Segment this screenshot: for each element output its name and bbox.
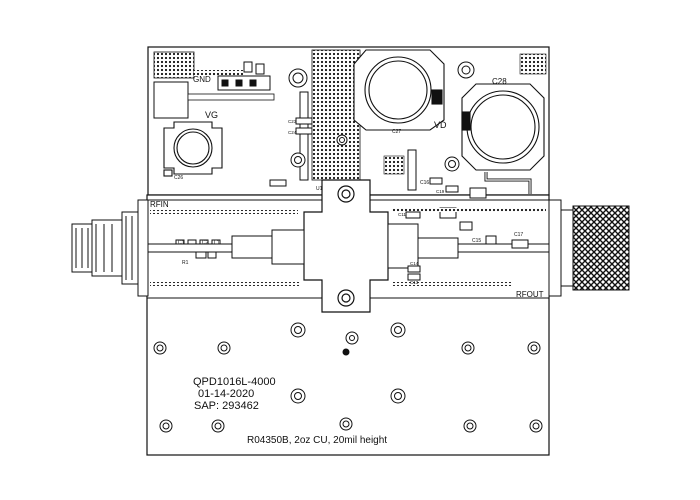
c14-capacitor	[407, 265, 421, 273]
board-sap: SAP: 293462	[194, 400, 259, 412]
c28-capacitor	[461, 83, 545, 171]
label-c27: C27	[392, 129, 401, 135]
label-gnd: GND	[193, 75, 211, 84]
u1-flange	[303, 179, 389, 313]
rfin-connector	[71, 199, 149, 297]
ground-via-field-center	[311, 49, 361, 181]
c19-capacitor	[445, 185, 459, 193]
gnd-header	[217, 61, 271, 91]
label-c26: C26	[174, 175, 183, 181]
label-c14: C14	[410, 261, 419, 266]
label-r1: R1	[182, 260, 189, 266]
c13-capacitor	[407, 273, 421, 281]
label-c17: C17	[514, 232, 523, 238]
rfout-connector	[548, 199, 630, 297]
label-c16: C16	[420, 180, 429, 186]
c16-capacitor	[429, 177, 443, 185]
via-row-top-right	[392, 208, 546, 212]
label-c15: C15	[472, 238, 481, 244]
mounting-hole-top-middle	[288, 68, 308, 88]
label-vd: VD	[434, 120, 447, 130]
via-row-bottom-left	[150, 282, 300, 286]
drain-bias-trace	[407, 149, 417, 191]
c11-capacitor	[405, 211, 421, 219]
small-pad-left	[269, 179, 287, 187]
label-vg: VG	[205, 110, 218, 120]
label-c19: C19	[436, 189, 445, 194]
board-material: R04350B, 2oz CU, 20mil height	[247, 435, 387, 446]
board-part-number: QPD1016L-4000	[193, 376, 276, 388]
c26-capacitor	[163, 121, 223, 177]
label-rfin: RFIN	[150, 200, 169, 209]
via-row-bottom-right	[392, 282, 512, 286]
label-c23: C23	[288, 119, 297, 124]
via-row-top-left	[150, 210, 298, 214]
vg-pad	[153, 81, 189, 119]
label-c13: C13	[410, 280, 419, 285]
mounting-hole-mid-right	[336, 134, 460, 172]
ground-via-field-top-left	[153, 51, 195, 79]
vg-trace	[187, 93, 275, 101]
label-c11: C11	[398, 212, 406, 217]
ground-via-pad	[383, 155, 405, 175]
c27-capacitor	[353, 49, 445, 131]
board-date: 01-14-2020	[198, 388, 254, 400]
rf-input-line	[147, 229, 305, 265]
label-c2: C2	[202, 240, 209, 246]
mounting-hole-upper-left	[290, 152, 306, 168]
label-c1: C1	[178, 240, 185, 246]
mounting-holes-bottom	[153, 322, 543, 433]
label-c28: C28	[492, 77, 507, 86]
gate-bias-trace	[299, 91, 309, 181]
drain-cap-block	[469, 187, 487, 199]
label-c24: C24	[288, 130, 297, 135]
label-l1: L1	[214, 240, 220, 246]
ground-via-field-top-right	[519, 53, 547, 75]
mounting-hole-top-right	[457, 61, 475, 79]
rf-output-line	[387, 207, 550, 269]
ground-via-row	[194, 70, 244, 76]
drain-feed-trace-inner	[485, 172, 531, 194]
label-u1: U1	[316, 186, 323, 192]
label-rfout: RFOUT	[516, 290, 544, 299]
